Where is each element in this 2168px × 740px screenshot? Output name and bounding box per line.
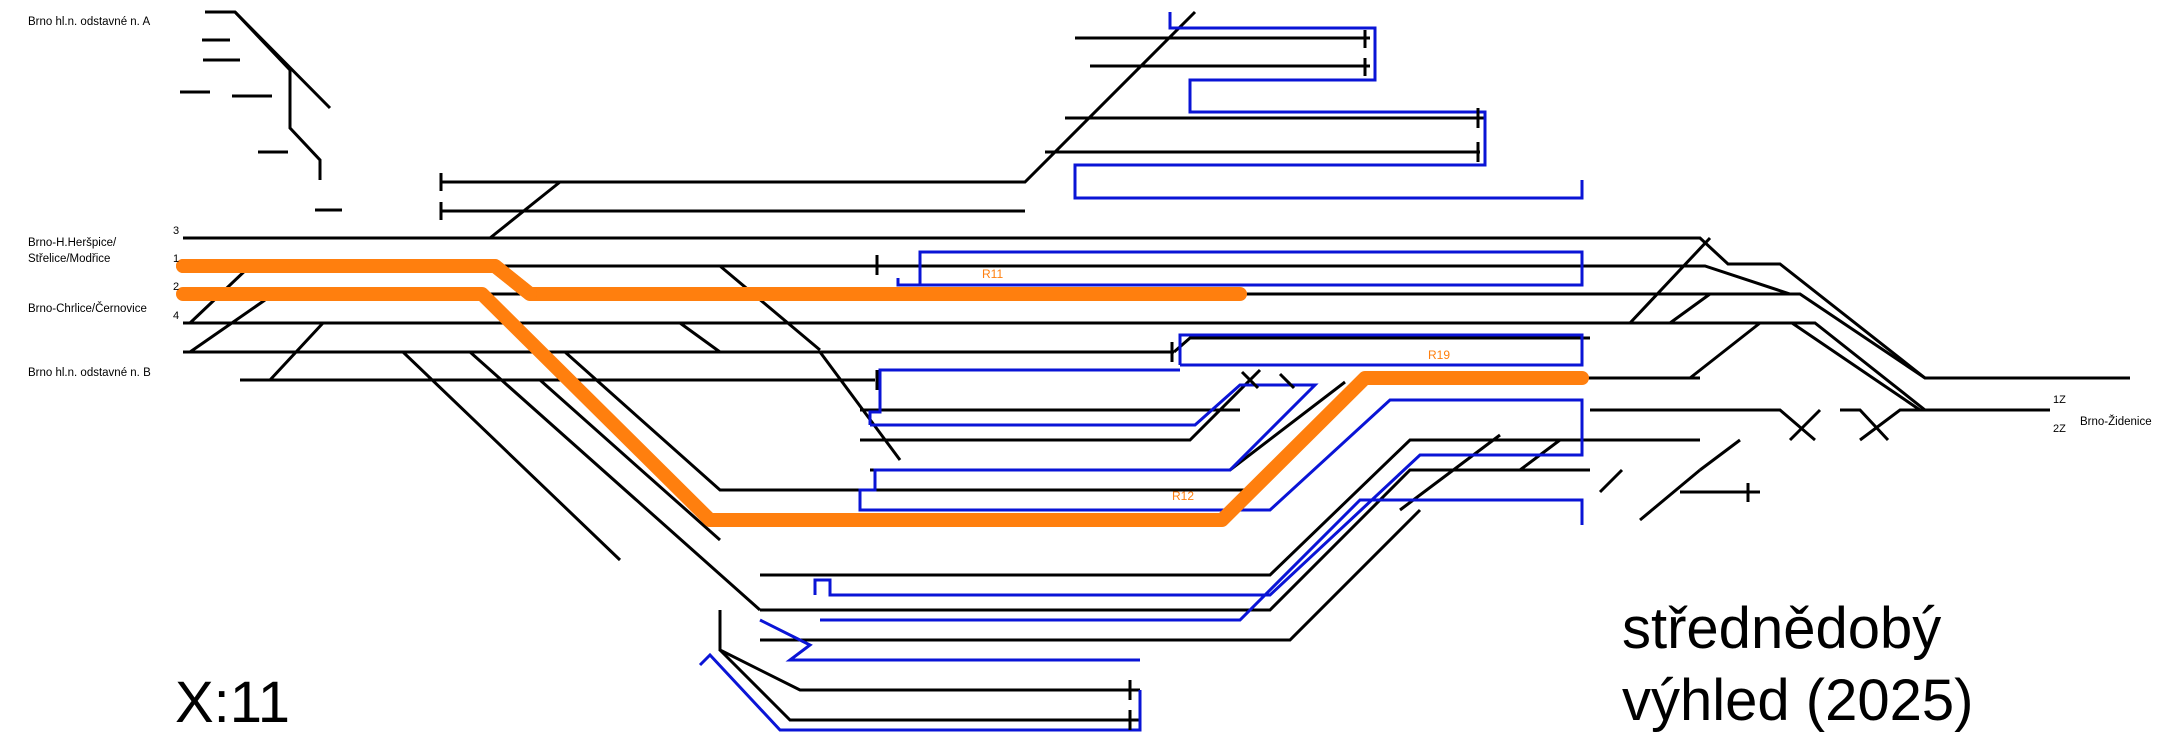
platform-outline-6	[820, 498, 1584, 622]
station-label-herspice: Brno-H.Heršpice/	[28, 237, 117, 249]
track-number-1: 1	[173, 253, 179, 265]
variant-label: X:11	[175, 670, 290, 735]
track-number-2z: 2Z	[2053, 423, 2066, 435]
platform-outline-8	[698, 652, 1142, 732]
track-number-4: 4	[173, 310, 179, 322]
caption-line-2: výhled (2025)	[1622, 668, 1973, 733]
buffer-stop	[1240, 370, 1260, 390]
station-label-chrlice: Brno-Chrlice/Černovice	[28, 302, 147, 315]
platform-outline-4	[868, 368, 1180, 425]
platform-outline-2	[896, 250, 1584, 287]
buffer-stop	[1278, 372, 1296, 390]
station-label-zidenice: Brno-Židenice	[2080, 415, 2152, 428]
caption-line-1: střednědobý	[1622, 596, 1941, 661]
labels: Brno hl.n. odstavné n. A Brno-H.Heršpice…	[28, 16, 2152, 735]
route-r12-path	[176, 287, 1589, 527]
route-highlights	[176, 259, 1589, 527]
track-number-2: 2	[173, 281, 179, 293]
platform-outline-3	[1178, 333, 1584, 367]
track-number-3: 3	[173, 225, 179, 237]
station-label-strelice: Střelice/Modřice	[28, 253, 110, 265]
route-label-r11: R11	[982, 267, 1003, 281]
buffer-stops	[439, 30, 1750, 730]
station-label-depot-b: Brno hl.n. odstavné n. B	[28, 367, 151, 379]
station-label-depot-a: Brno hl.n. odstavné n. A	[28, 16, 150, 28]
route-label-r19: R19	[1428, 348, 1450, 362]
platform-outline-7	[759, 618, 1140, 662]
platform-outlines	[698, 12, 1584, 732]
route-r11-path-branch	[176, 259, 537, 301]
platform-outline-5	[813, 383, 1584, 597]
track-number-1z: 1Z	[2053, 394, 2066, 406]
platform-outline-1	[1073, 12, 1584, 200]
route-label-r12: R12	[1172, 489, 1194, 503]
